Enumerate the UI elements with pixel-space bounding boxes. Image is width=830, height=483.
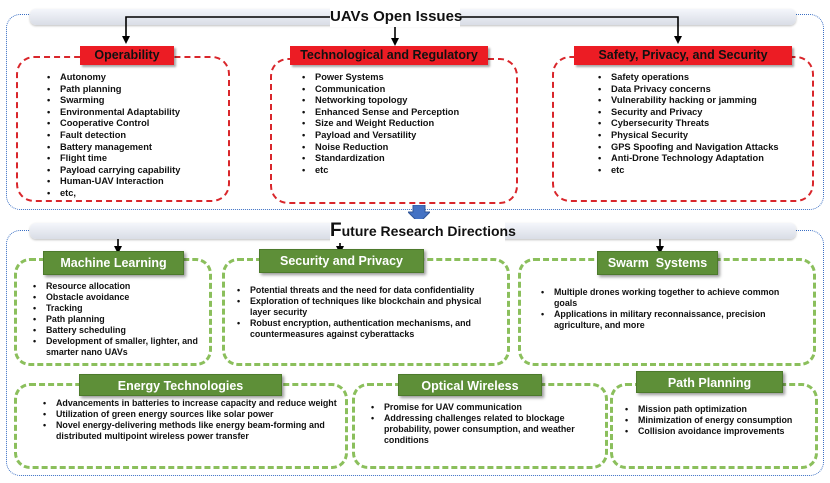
list-item: Enhanced Sense and Perception: [300, 107, 459, 119]
list-item: Battery scheduling: [31, 325, 211, 336]
list-item: Development of smaller, lighter, and sma…: [31, 336, 211, 358]
operability-box: Autonomy Path planning Swarming Environm…: [16, 56, 230, 202]
list-item: Advancements in batteries to increase ca…: [41, 398, 341, 409]
path-planning-list: Mission path optimization Minimization o…: [623, 404, 817, 437]
list-item: Mission path optimization: [623, 404, 817, 415]
tech-regulatory-box: Power Systems Communication Networking t…: [270, 58, 518, 204]
energy-technologies-header: Energy Technologies: [79, 374, 282, 396]
machine-learning-header: Machine Learning: [43, 251, 184, 275]
list-item: Communication: [300, 84, 459, 96]
list-item: Safety operations: [596, 72, 779, 84]
safety-box: Safety operations Data Privacy concerns …: [552, 56, 814, 202]
list-item: Noise Reduction: [300, 142, 459, 154]
list-item: Security and Privacy: [596, 107, 779, 119]
security-privacy-list: Potential threats and the need for data …: [235, 285, 503, 340]
list-item: Robust encryption, authentication mechan…: [235, 318, 503, 340]
list-item: Flight time: [45, 153, 180, 165]
swarm-systems-header: Swarm Systems: [597, 251, 718, 275]
list-item: etc: [300, 165, 459, 177]
future-title-rest: uture Research Directions: [341, 223, 516, 239]
list-item: etc: [596, 165, 779, 177]
tech-regulatory-header: Technological and Regulatory: [290, 46, 488, 65]
list-item: Applications in military reconnaissance,…: [539, 309, 801, 331]
swarm-systems-list: Multiple drones working together to achi…: [539, 287, 801, 331]
list-item: Human-UAV Interaction: [45, 176, 180, 188]
optical-wireless-list: Promise for UAV communication Addressing…: [369, 402, 601, 446]
list-item: Cooperative Control: [45, 118, 180, 130]
list-item: Power Systems: [300, 72, 459, 84]
down-arrow-icon: [408, 205, 430, 223]
list-item: Path planning: [31, 314, 211, 325]
list-item: Size and Weight Reduction: [300, 118, 459, 130]
machine-learning-box: Resource allocation Obstacle avoidance T…: [14, 258, 212, 366]
list-item: Addressing challenges related to blockag…: [369, 413, 601, 446]
security-privacy-box: Potential threats and the need for data …: [222, 258, 510, 366]
list-item: Novel energy-delivering methods like ene…: [41, 420, 341, 442]
list-item: Multiple drones working together to achi…: [539, 287, 801, 309]
safety-list: Safety operations Data Privacy concerns …: [596, 72, 779, 176]
list-item: Data Privacy concerns: [596, 84, 779, 96]
operability-header: Operability: [80, 46, 174, 65]
list-item: Anti-Drone Technology Adaptation: [596, 153, 779, 165]
list-item: Payload carrying capability: [45, 165, 180, 177]
connector-safety: [460, 16, 682, 44]
list-item: Fault detection: [45, 130, 180, 142]
list-item: etc,: [45, 188, 180, 200]
list-item: Battery management: [45, 142, 180, 154]
connector-operability: [122, 16, 330, 44]
list-item: Payload and Versatility: [300, 130, 459, 142]
path-planning-box: Mission path optimization Minimization o…: [610, 383, 818, 469]
list-item: Obstacle avoidance: [31, 292, 211, 303]
list-item: Vulnerability hacking or jamming: [596, 95, 779, 107]
open-issues-title: UAVs Open Issues: [330, 7, 463, 27]
list-item: Utilization of green energy sources like…: [41, 409, 341, 420]
swarm-systems-box: Multiple drones working together to achi…: [518, 258, 816, 366]
list-item: Collision avoidance improvements: [623, 426, 817, 437]
optical-wireless-header: Optical Wireless: [398, 374, 542, 396]
list-item: Networking topology: [300, 95, 459, 107]
safety-header: Safety, Privacy, and Security: [574, 46, 792, 65]
energy-technologies-list: Advancements in batteries to increase ca…: [41, 398, 341, 442]
list-item: GPS Spoofing and Navigation Attacks: [596, 142, 779, 154]
security-privacy-header: Security and Privacy: [259, 249, 424, 273]
list-item: Tracking: [31, 303, 211, 314]
operability-list: Autonomy Path planning Swarming Environm…: [45, 72, 180, 200]
list-item: Physical Security: [596, 130, 779, 142]
path-planning-header: Path Planning: [636, 371, 783, 393]
tech-regulatory-list: Power Systems Communication Networking t…: [300, 72, 459, 176]
future-title-initial: F: [330, 220, 342, 241]
list-item: Swarming: [45, 95, 180, 107]
list-item: Autonomy: [45, 72, 180, 84]
list-item: Exploration of techniques like blockchai…: [235, 296, 503, 318]
future-directions-title: Future Research Directions: [330, 219, 516, 243]
list-item: Path planning: [45, 84, 180, 96]
list-item: Promise for UAV communication: [369, 402, 601, 413]
list-item: Standardization: [300, 153, 459, 165]
list-item: Potential threats and the need for data …: [235, 285, 503, 296]
machine-learning-list: Resource allocation Obstacle avoidance T…: [31, 281, 211, 358]
list-item: Environmental Adaptability: [45, 107, 180, 119]
list-item: Resource allocation: [31, 281, 211, 292]
list-item: Minimization of energy consumption: [623, 415, 817, 426]
list-item: Cybersecurity Threats: [596, 118, 779, 130]
